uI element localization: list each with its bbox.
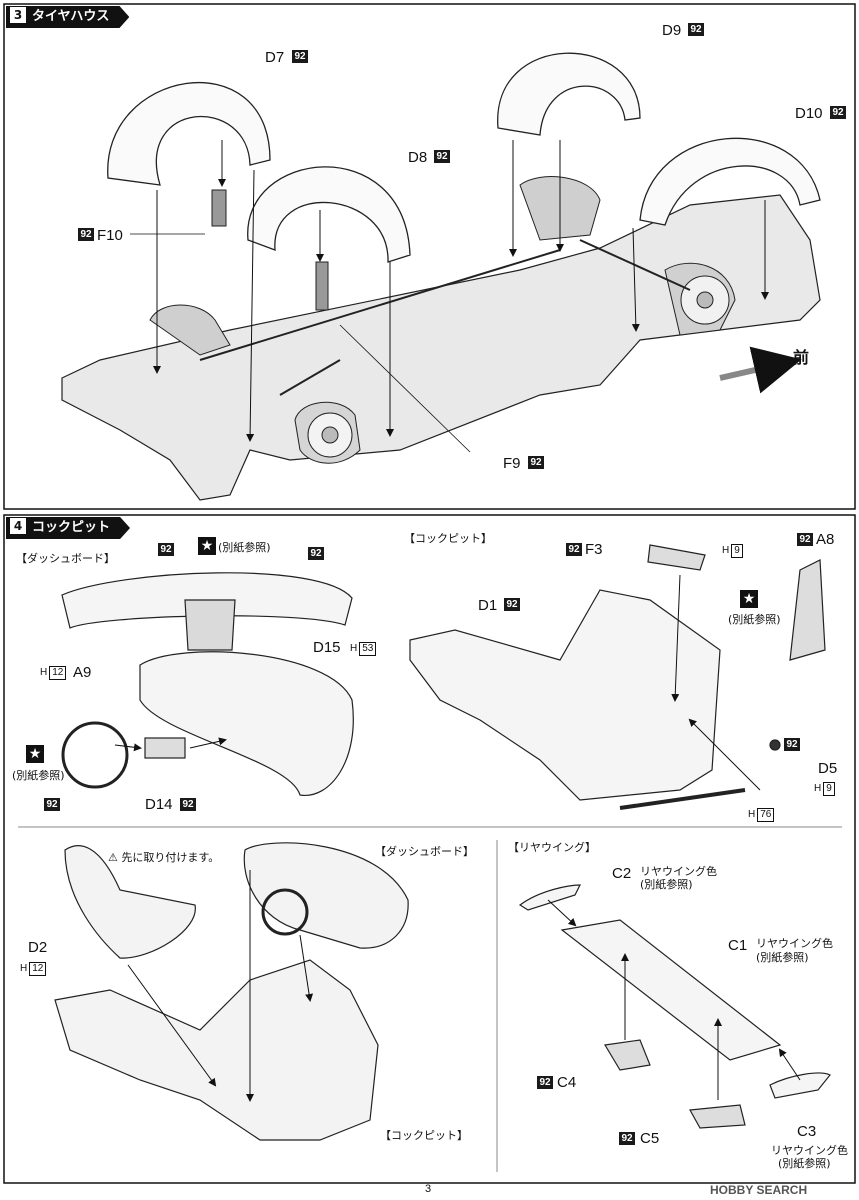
part-f10-spring (211, 189, 227, 227)
paint-code-c5: 92 (619, 1132, 635, 1145)
label-d15: D15 (313, 639, 341, 656)
paint-code-d5: 92 (784, 738, 800, 751)
warning-note: ⚠ 先に取り付けます。 (108, 851, 220, 864)
see-other-sheet-a9: (別紙参照) (12, 769, 65, 782)
label-rear-wing: 【リヤウイング】 (508, 841, 596, 854)
label-d7: D7 (265, 49, 285, 66)
label-d14: D14 (145, 796, 173, 813)
label-d8: D8 (408, 149, 428, 166)
label-d5: D5 (818, 760, 838, 777)
part-f9-spring (315, 261, 329, 311)
part-d15-dash (139, 651, 354, 796)
paint-code-d9: 92 (688, 23, 704, 36)
see-other-sheet-c2: (別紙参照) (640, 878, 693, 891)
label-dashboard-2: 【ダッシュボード】 (375, 845, 474, 858)
part-d10-shell (639, 137, 821, 226)
label-d2: D2 (28, 939, 48, 956)
part-a9-steering-wheel (61, 721, 129, 789)
paint-code-f3: 92 (566, 543, 582, 556)
wing-color-c1: リヤウイング色 (756, 937, 833, 950)
paint-code-a8: 92 (797, 533, 813, 546)
see-other-sheet-c3: (別紙参照) (778, 1157, 831, 1170)
paint-code-d8: 92 (434, 150, 450, 163)
section-4-header: 4 コックピット (6, 517, 131, 539)
section4-frame (3, 514, 856, 1184)
label-d1: D1 (478, 597, 498, 614)
part-d8-shell (247, 166, 411, 263)
label-cockpit: 【コックピット】 (404, 532, 492, 545)
part-f3-pedals (647, 544, 706, 571)
paint-code-c4: 92 (537, 1076, 553, 1089)
paint-code-f9: 92 (528, 456, 544, 469)
part-d7-shell (107, 82, 271, 186)
section-3-title: タイヤハウス (32, 9, 110, 24)
part-d1-tub (409, 589, 721, 801)
star-icon: ★ (198, 537, 216, 555)
label-a8: A8 (816, 531, 835, 548)
label-c1: C1 (728, 937, 748, 954)
label-f3: F3 (585, 541, 603, 558)
label-a9: A9 (73, 664, 92, 681)
star-icon: ★ (740, 590, 758, 608)
page-number: 3 (425, 1183, 432, 1195)
label-f10: F10 (97, 227, 123, 244)
star-icon: ★ (26, 745, 44, 763)
label-dashboard: 【ダッシュボード】 (16, 552, 115, 565)
label-c3: C3 (797, 1123, 817, 1140)
paint-code-d10: 92 (830, 106, 846, 119)
wing-color-c2: リヤウイング色 (640, 865, 717, 878)
chassis-floor (61, 194, 821, 501)
label-cockpit-2: 【コックピット】 (380, 1129, 468, 1142)
part-c4-stay (604, 1039, 651, 1071)
part-d5-lever (769, 739, 781, 751)
paint-code-a9: 92 (44, 798, 60, 811)
paint-code-d14: 92 (180, 798, 196, 811)
part-c1-wing (560, 919, 782, 1061)
paint-code-dash-left: 92 (158, 543, 174, 556)
dashboard-assembly (243, 842, 409, 949)
watermark: HOBBY SEARCH (710, 1183, 808, 1197)
see-other-sheet-dash: (別紙参照) (218, 541, 271, 554)
section-4-number: 4 (10, 518, 26, 534)
see-other-sheet-c1: (別紙参照) (756, 951, 809, 964)
section-3-number: 3 (10, 7, 26, 23)
label-c2: C2 (612, 865, 632, 882)
label-c5: C5 (640, 1130, 660, 1147)
part-a8-panel (789, 559, 826, 661)
paint-code-f10: 92 (78, 228, 94, 241)
part-d14 (144, 737, 186, 759)
label-d9: D9 (662, 22, 682, 39)
section3-frame (3, 3, 856, 510)
steering-wheel-installed (261, 888, 309, 936)
label-d10: D10 (795, 105, 823, 122)
paint-code-d1: 92 (504, 598, 520, 611)
paint-code-dash-right: 92 (308, 547, 324, 560)
part-d9-shell (497, 52, 641, 136)
see-other-sheet-a8: (別紙参照) (728, 613, 781, 626)
part-c5-stay (689, 1104, 746, 1129)
label-f9: F9 (503, 455, 521, 472)
part-d2-seat (64, 845, 196, 959)
section-4-title: コックピット (32, 520, 111, 535)
warning-icon: ⚠ (108, 851, 118, 864)
label-front: 前 (793, 348, 810, 367)
label-c4: C4 (557, 1074, 577, 1091)
wing-color-c3: リヤウイング色 (771, 1144, 848, 1157)
part-c3-endplate (769, 1072, 831, 1099)
cockpit-tub-assembly (54, 959, 379, 1141)
paint-code-d7: 92 (292, 50, 308, 63)
front-direction-arrow (719, 346, 802, 394)
part-c2-endplate (518, 884, 581, 911)
section-3-header: 3 タイヤハウス (6, 6, 130, 28)
part-h76-rod (619, 788, 746, 810)
